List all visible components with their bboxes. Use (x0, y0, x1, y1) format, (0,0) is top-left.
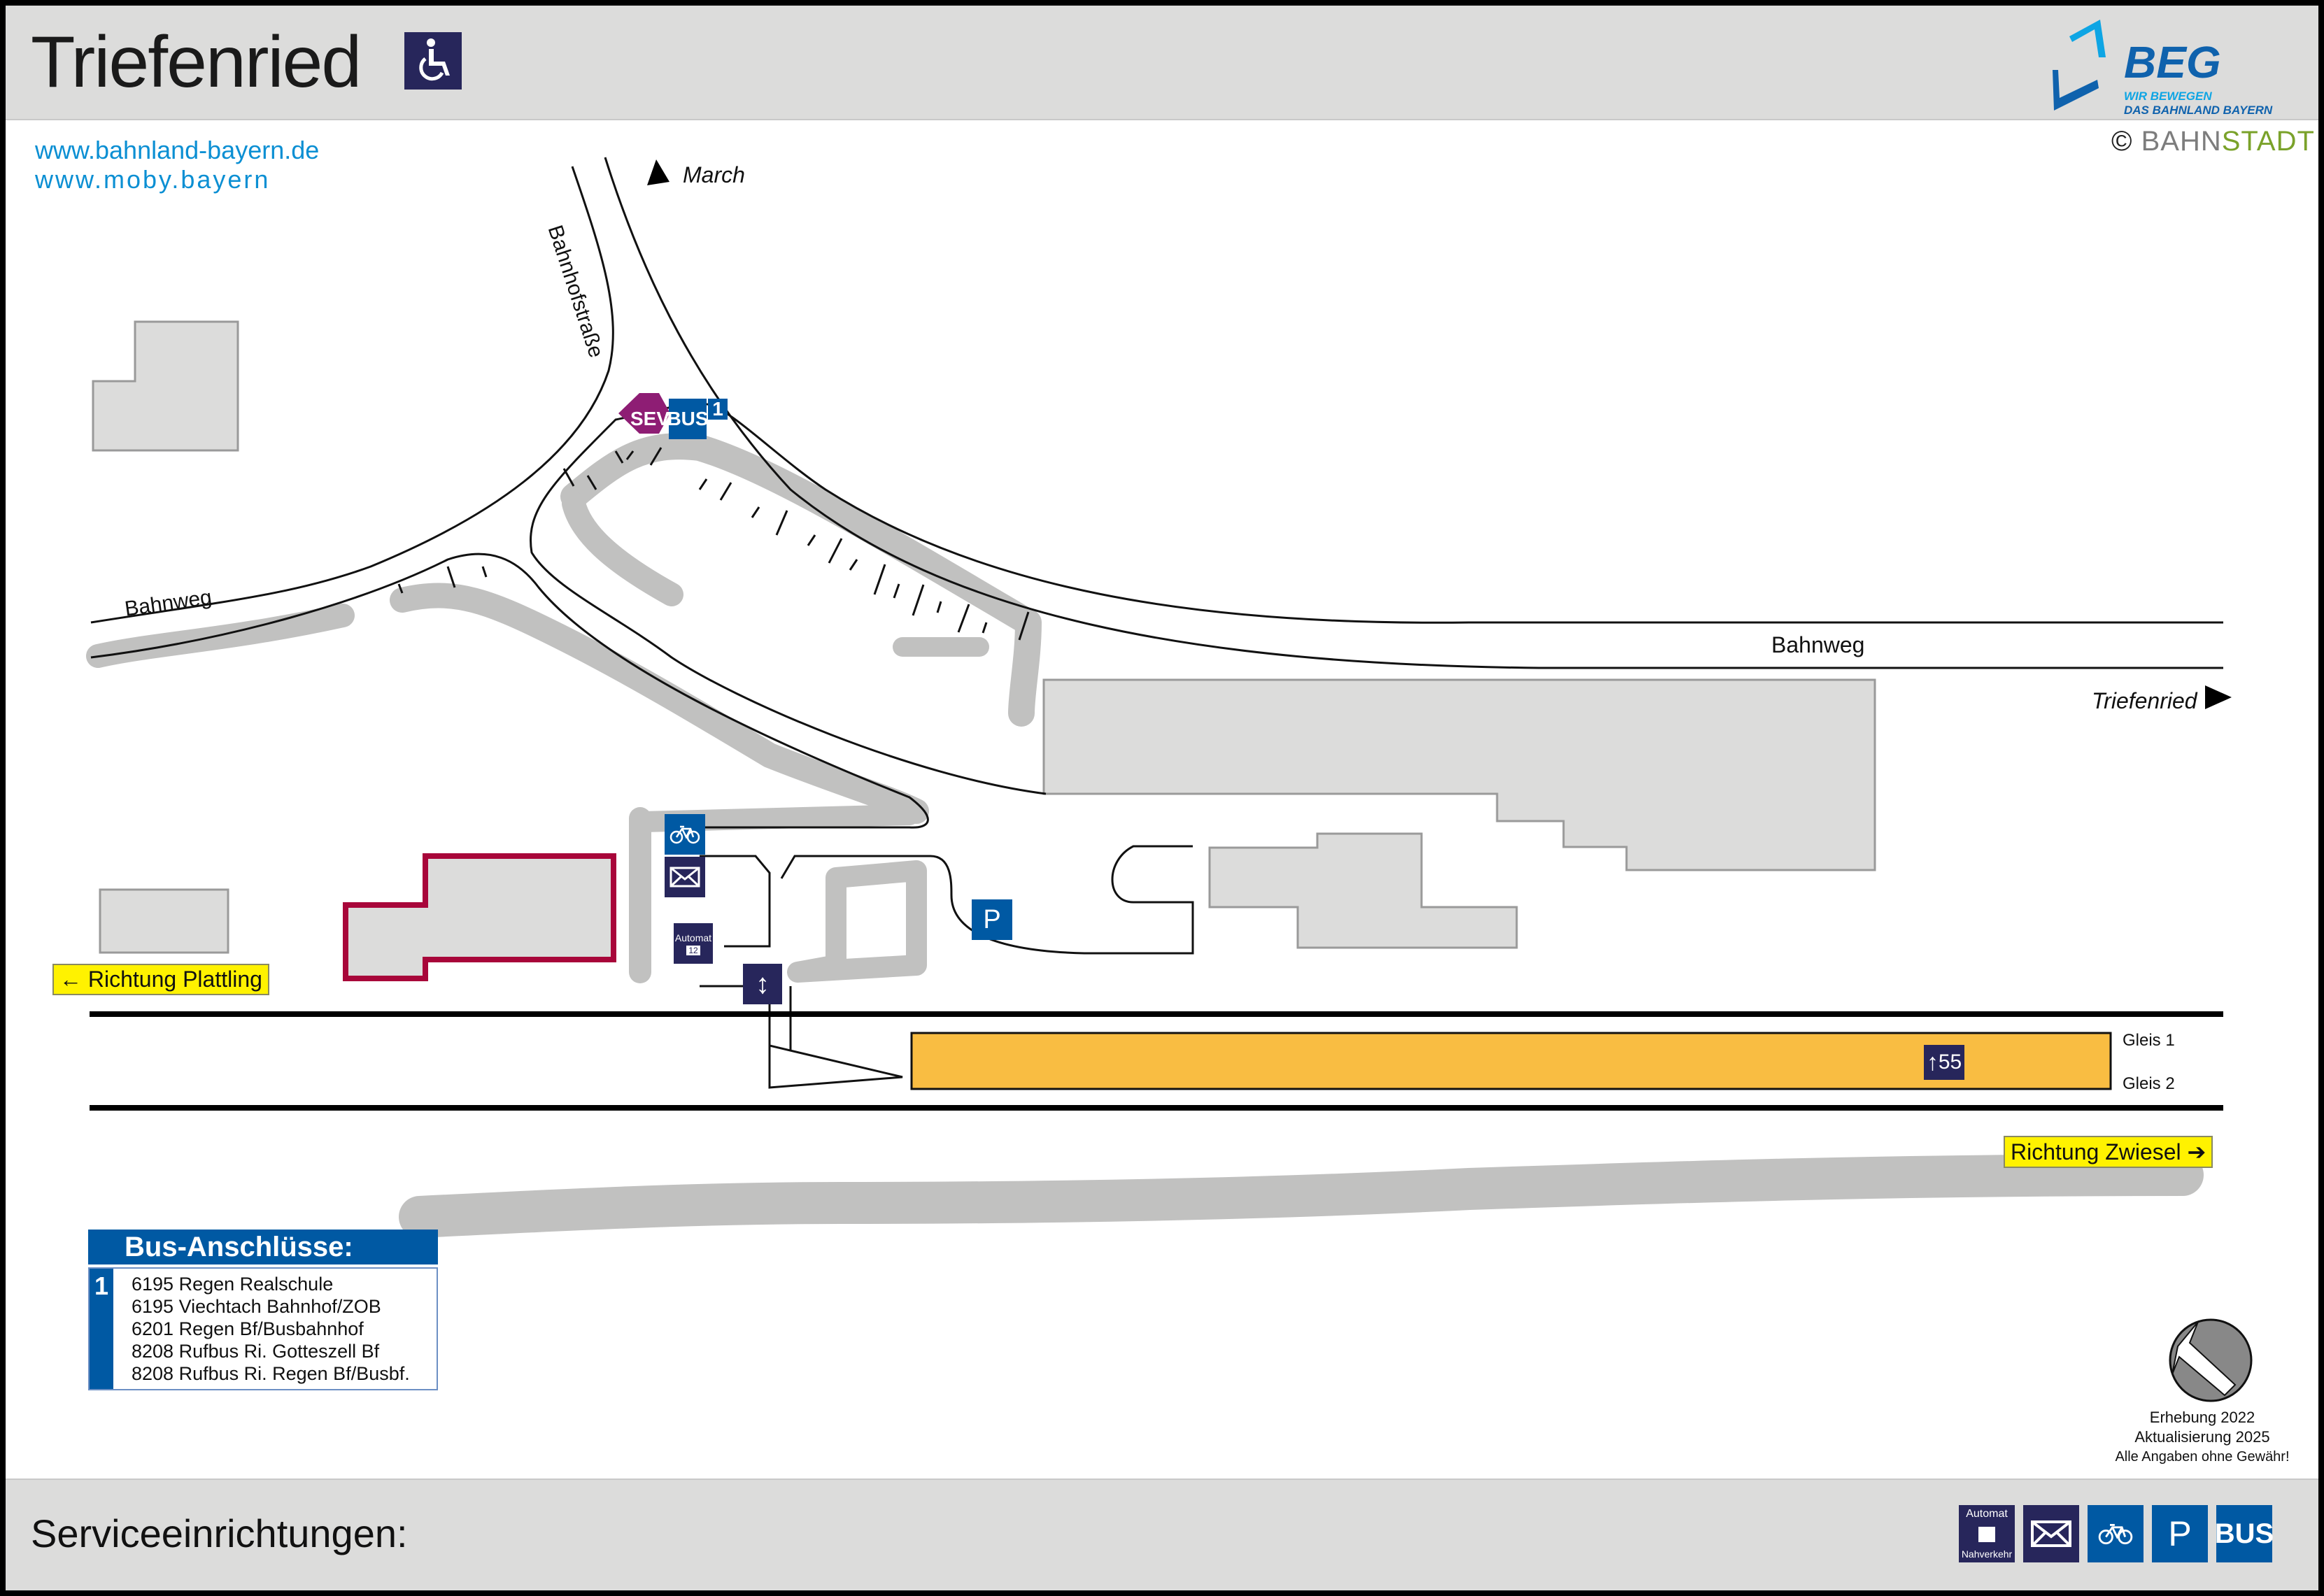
station-map (86, 157, 2253, 1402)
ticket-machine-bottom-label: Nahverkehr (1961, 1548, 2013, 1560)
bus-connections-body: 1 6195 Regen Realschule 6195 Viechtach B… (88, 1267, 438, 1390)
track-line-north (90, 1011, 2223, 1017)
wheelchair-icon (404, 32, 462, 90)
bus-line: 6201 Regen Bf/Busbahnhof (132, 1318, 364, 1339)
road-bahnhofstrasse-west (90, 166, 614, 624)
bus-connections-title: Bus-Anschlüsse: (88, 1230, 438, 1264)
arrow-right-icon: ➔ (2187, 1139, 2206, 1164)
hedge-bus-loop (560, 433, 1042, 727)
bus-line: 8208 Rufbus Ri. Gotteszell Bf (132, 1341, 380, 1362)
bus-icon: BUS (2215, 1505, 2274, 1562)
ticket-machine-numbers-icon: 12 (686, 945, 700, 955)
platform-height-value: 55 (1938, 1050, 1962, 1074)
brand-stadt: STADT (2221, 126, 2315, 157)
link-bahnland-bayern[interactable]: www.bahnland-bayern.de (35, 136, 320, 164)
bus-connections: Bus-Anschlüsse: 1 6195 Regen Realschule … (88, 1230, 438, 1390)
building-large-east (1042, 678, 1876, 871)
road-bahnhofstrasse-east (604, 157, 2223, 669)
parking-icon: P (2152, 1505, 2208, 1562)
station-title: Triefenried (31, 22, 362, 103)
hedge-square (787, 860, 927, 983)
buildings (92, 320, 1876, 954)
road-access (780, 845, 1194, 1050)
arrow-up-icon: ↑ (1926, 1048, 1939, 1076)
ticket-number-2: 2 (693, 945, 698, 955)
platform (910, 1032, 2112, 1090)
hedge-south (399, 1154, 2204, 1238)
roads (90, 157, 2223, 1089)
envelope-icon (2023, 1505, 2079, 1562)
ticket-machine-icon: Automat Nahverkehr (1959, 1505, 2015, 1562)
arrow-left-icon: ← (59, 967, 82, 992)
beg-logo: BEG WIR BEWEGEN DAS BAHNLAND BAYERN (2048, 15, 2314, 120)
sev-hexagon (618, 393, 670, 434)
beg-tagline-1: WIR BEWEGEN (2124, 90, 2212, 103)
services-icons: Automat Nahverkehr P BUS (1959, 1505, 2274, 1562)
brand-bahn: BAHN (2141, 126, 2222, 157)
hedge-bus-loop-inner (562, 492, 683, 606)
platform-height-sign: ↑ 55 (1924, 1045, 1964, 1080)
direction-sign-plattling-label: Richtung Plattling (87, 967, 262, 992)
bus-stop-number-badge: 1 (90, 1269, 113, 1389)
road-bahnweg-south (90, 553, 929, 829)
header: Triefenried BEG WIR BEWEGEN DAS BAHNLAND… (6, 6, 2318, 120)
envelope-icon (665, 857, 705, 897)
label-bahnweg-right: Bahnweg (1771, 632, 1865, 657)
update-year: Aktualisierung 2025 (2134, 1428, 2270, 1446)
hedge-diagonal (390, 583, 929, 824)
ticket-number-1: 1 (688, 945, 693, 955)
sev-stop-label: SEV (630, 408, 670, 429)
footer: Serviceeinrichtungen: Automat Nahverkehr… (6, 1479, 2318, 1590)
ticket-machine-label: Automat (674, 932, 712, 943)
bus-line: 6195 Regen Realschule (132, 1274, 334, 1295)
building-nw (92, 320, 239, 452)
bus-stop-sign: BUS (667, 399, 709, 439)
bus-line: 6195 Viechtach Bahnhof/ZOB (132, 1296, 381, 1317)
building-east-small (1208, 832, 1518, 949)
track-line-south (90, 1105, 2223, 1111)
building-w (99, 888, 229, 954)
ticket-machine-sign: Automat 12 (674, 923, 713, 964)
road-bahnweg-north (530, 402, 2223, 795)
label-gleis-1: Gleis 1 (2123, 1031, 2175, 1050)
label-destination-march: March (683, 162, 745, 187)
bus-line: 8208 Rufbus Ri. Regen Bf/Busbf. (132, 1363, 410, 1384)
copyright-bahnstadt: © BAHNSTADT (2111, 126, 2315, 157)
disclaimer: Alle Angaben ohne Gewähr! (2115, 1449, 2290, 1465)
ticket-machine-top-label: Automat (1966, 1508, 2008, 1520)
beg-logo-word: BEG (2124, 37, 2221, 87)
bus-line-list: 6195 Regen Realschule 6195 Viechtach Bah… (113, 1269, 410, 1389)
north-arrow-icon (2169, 1318, 2253, 1402)
label-gleis-2: Gleis 2 (2123, 1074, 2175, 1093)
station-map-frame: Triefenried BEG WIR BEWEGEN DAS BAHNLAND… (6, 6, 2318, 1590)
copyright-symbol: © (2111, 126, 2133, 157)
bicycle-icon (2088, 1505, 2144, 1562)
survey-info: Erhebung 2022 Aktualisierung 2025 Alle A… (2094, 1408, 2311, 1467)
station-building (343, 853, 616, 981)
direction-sign-zwiesel-label: Richtung Zwiesel (2011, 1139, 2181, 1164)
parking-sign: P (972, 899, 1012, 940)
ticket-icon (1978, 1527, 1995, 1542)
bus-stop-number: 1 (708, 398, 728, 420)
greenery (86, 433, 2204, 1238)
north-arrow-march (647, 159, 669, 185)
road-parking (700, 855, 903, 1089)
direction-sign-plattling: ← Richtung Plattling (52, 964, 269, 995)
website-links: www.bahnland-bayern.de www.moby.bayern (35, 136, 319, 194)
link-moby-bayern[interactable]: www.moby.bayern (35, 165, 271, 194)
east-arrow-triefenried (2205, 685, 2232, 709)
bicycle-icon (665, 814, 705, 855)
beg-tagline-2: DAS BAHNLAND BAYERN (2124, 104, 2273, 117)
tracks (90, 1011, 2223, 1111)
up-down-arrow-icon: ↕ (743, 964, 782, 1004)
direction-sign-zwiesel: Richtung Zwiesel ➔ (2004, 1136, 2213, 1168)
services-title: Serviceeinrichtungen: (31, 1511, 408, 1555)
survey-year: Erhebung 2022 (2149, 1409, 2255, 1426)
parking-bays (397, 447, 1030, 641)
label-destination-triefenried: Triefenried (2092, 688, 2197, 713)
